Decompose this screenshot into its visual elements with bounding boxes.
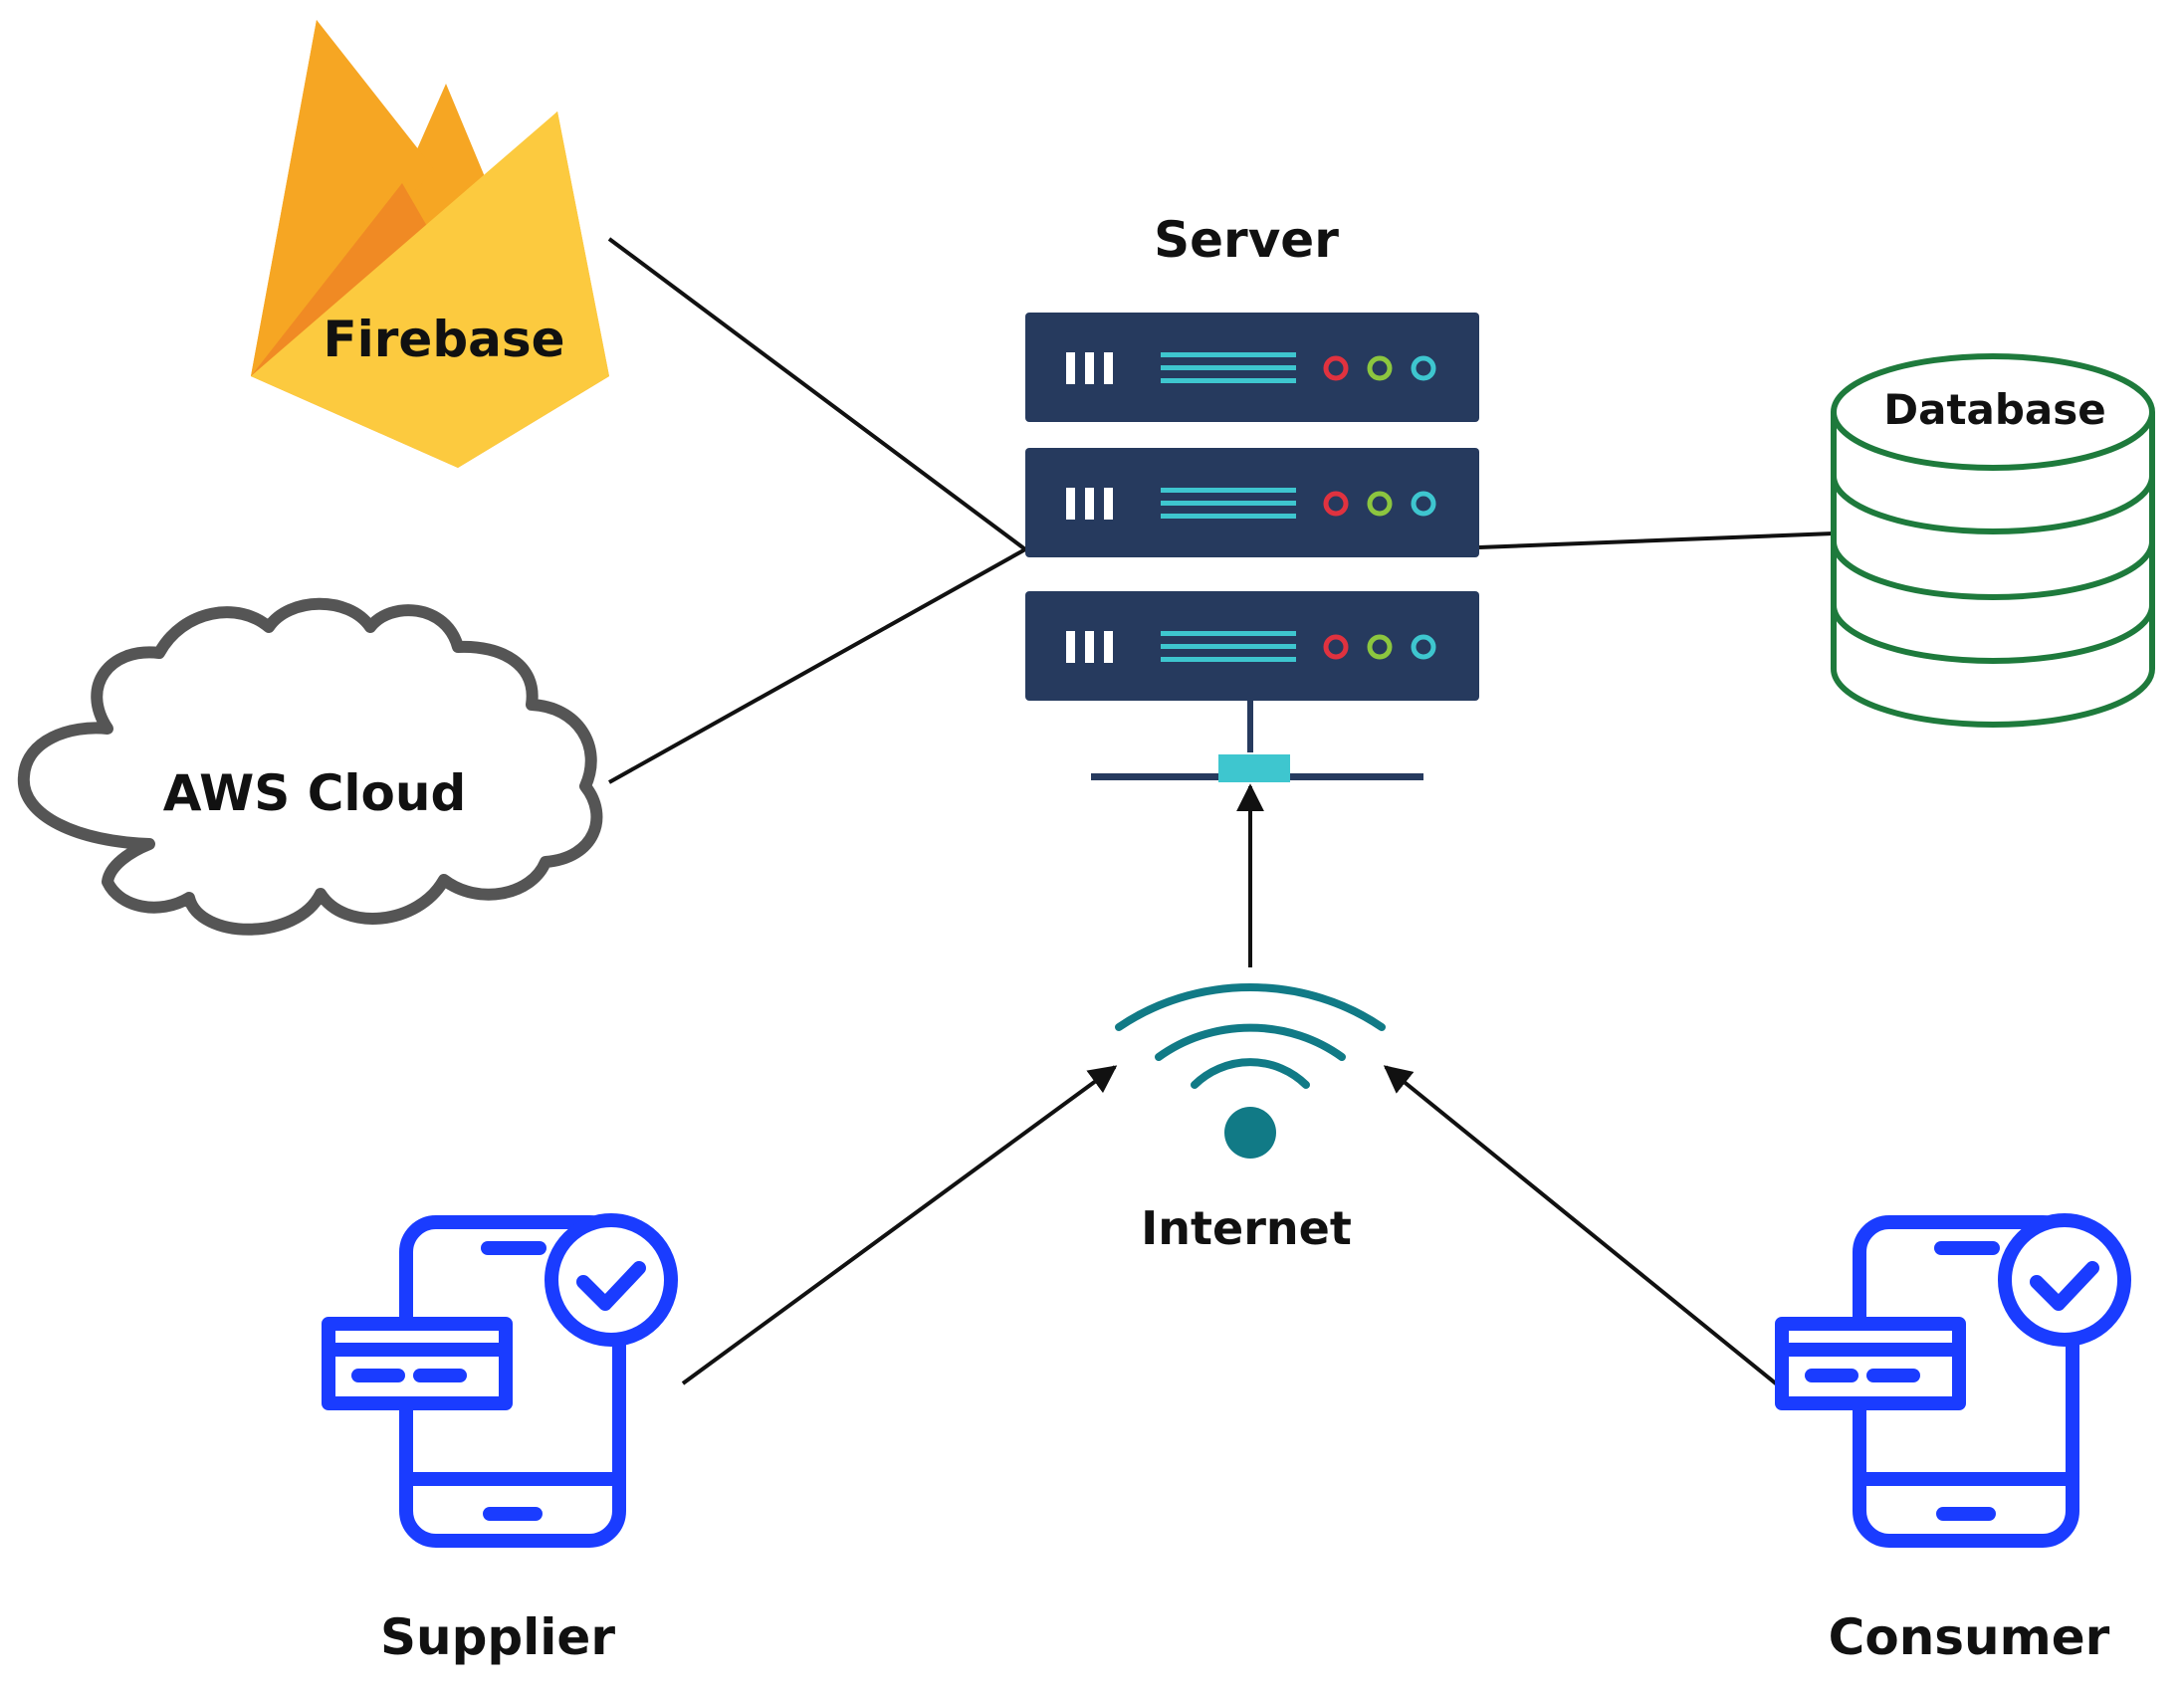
- internet-node: Internet: [1115, 983, 1386, 1255]
- consumer-internet-arrow: [1383, 1065, 1784, 1390]
- consumer-label: Consumer: [1829, 1608, 2110, 1666]
- aws-label: AWS Cloud: [163, 764, 467, 822]
- supplier-internet-arrow: [681, 1065, 1118, 1385]
- firebase-node: Firebase: [251, 20, 609, 468]
- aws-node: AWS Cloud: [17, 597, 603, 936]
- cloud-icon: [17, 597, 603, 936]
- internet-label: Internet: [1141, 1201, 1352, 1255]
- server-label: Server: [1154, 211, 1339, 269]
- wifi-icon: [1115, 983, 1386, 1159]
- database-icon: [1831, 353, 2155, 728]
- supplier-node: Supplier: [328, 1220, 671, 1666]
- phone-icon: [328, 1220, 671, 1541]
- firebase-server-link: [607, 237, 1027, 551]
- database-label: Database: [1883, 385, 2106, 434]
- phone-icon: [1782, 1220, 2124, 1541]
- aws-server-link: [608, 547, 1026, 784]
- server-database-link: [1478, 531, 1835, 549]
- server-node: Server: [1025, 211, 1479, 782]
- server-icon: [1025, 313, 1479, 782]
- connectors: [607, 237, 1835, 1390]
- database-node: Database: [1831, 353, 2155, 728]
- firebase-icon: [251, 20, 609, 468]
- consumer-node: Consumer: [1782, 1220, 2124, 1666]
- firebase-label: Firebase: [323, 311, 564, 368]
- supplier-label: Supplier: [380, 1608, 615, 1666]
